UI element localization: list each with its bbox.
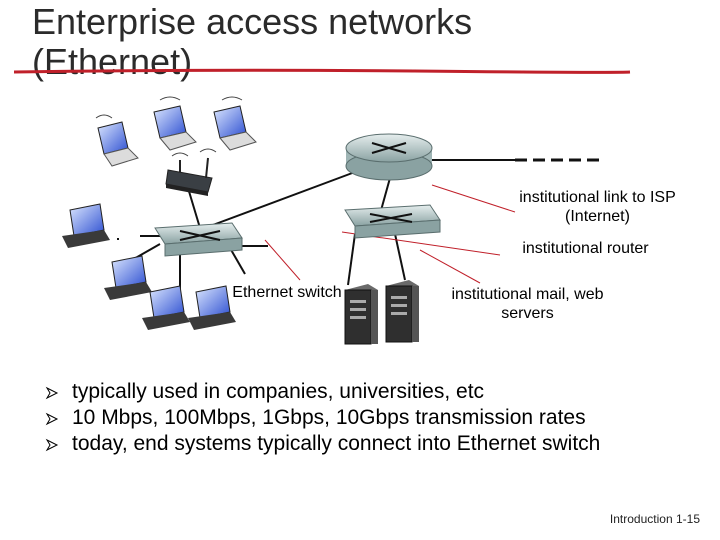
footer-section: Introduction xyxy=(609,512,673,526)
bullet-list: typically used in companies, universitie… xyxy=(44,380,704,458)
bullet-text: 10 Mbps, 100Mbps, 1Gbps, 10Gbps transmis… xyxy=(72,406,586,429)
server-icon xyxy=(344,284,378,345)
isp-link-label: institutional link to ISP (Internet) xyxy=(519,189,676,225)
desktop-computer-icon xyxy=(142,285,190,330)
bullet-arrow-icon xyxy=(45,412,59,426)
desktop-computer-icon xyxy=(188,285,236,330)
bullet-arrow-icon xyxy=(45,438,59,452)
bullet-text: today, end systems typically connect int… xyxy=(72,432,601,455)
desktop-computer-icon xyxy=(62,203,110,248)
bullet-arrow-icon xyxy=(45,386,59,400)
page-title: Enterprise access networks (Ethernet) xyxy=(32,1,473,82)
laptop-icon xyxy=(213,96,257,151)
bullet-text: typically used in companies, universitie… xyxy=(72,380,485,403)
title-underline xyxy=(14,68,631,74)
bullet-item: 10 Mbps, 100Mbps, 1Gbps, 10Gbps transmis… xyxy=(44,406,704,430)
laptop-icon xyxy=(153,96,197,151)
desktop-computer-icon xyxy=(104,255,152,300)
wireless-access-point-icon xyxy=(165,148,217,196)
router-label: institutional router xyxy=(522,240,649,257)
slide-footer: Introduction 1-15 xyxy=(610,512,700,526)
page-number: 1-15 xyxy=(675,512,700,526)
bullet-item: typically used in companies, universitie… xyxy=(44,380,704,404)
ethernet-switch-label: Ethernet switch xyxy=(232,284,342,301)
laptop-icon xyxy=(95,114,139,167)
bullet-item: today, end systems typically connect int… xyxy=(44,432,704,456)
servers-label: institutional mail, web servers xyxy=(451,286,604,322)
network-diagram xyxy=(62,96,600,345)
router-icon xyxy=(345,133,433,181)
server-icon xyxy=(385,280,419,343)
switch-icon xyxy=(344,204,441,239)
switch-icon xyxy=(154,222,243,257)
